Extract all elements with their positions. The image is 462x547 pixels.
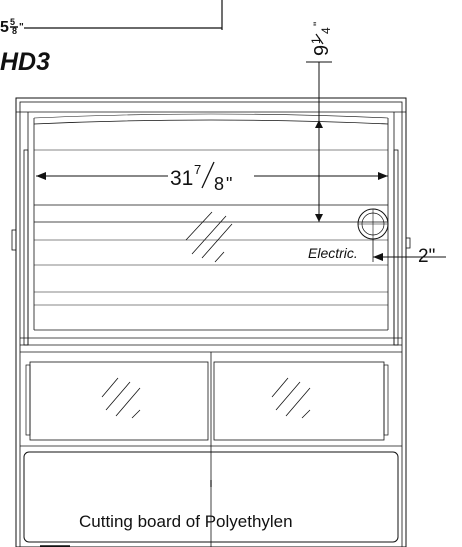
top-left-dimension: 5 5 8 " bbox=[0, 0, 223, 36]
glass-hatch-right bbox=[271, 377, 311, 419]
glass-hatch-left bbox=[101, 377, 141, 419]
width-dim-whole: 31 bbox=[170, 167, 193, 190]
model-label: HD3 bbox=[0, 48, 50, 76]
width-dimension: 31 7 8 " bbox=[36, 160, 388, 194]
display-window bbox=[20, 113, 402, 353]
vertical-dim-frac-num: 1 bbox=[309, 37, 323, 44]
vertical-dim-whole: 9 bbox=[311, 45, 333, 56]
vertical-dim-unit: " bbox=[311, 22, 325, 26]
lower-compartments bbox=[20, 352, 402, 547]
vertical-dimension-label: 9 1 4 " bbox=[309, 22, 333, 56]
cutting-board-label: Cutting board of Polyethylen bbox=[79, 512, 293, 531]
electric-label: Electric. bbox=[308, 245, 358, 261]
width-dim-frac-den: 8 bbox=[214, 174, 224, 194]
vertical-dim-frac-den: 4 bbox=[319, 27, 333, 34]
top-left-dim-frac-num: 5 bbox=[10, 17, 15, 27]
top-left-dim-frac-den: 8 bbox=[12, 26, 17, 36]
width-dim-frac-num: 7 bbox=[194, 162, 201, 177]
electric-outlet bbox=[357, 208, 446, 262]
glass-hatch-top bbox=[185, 211, 233, 263]
width-dim-unit: " bbox=[226, 174, 232, 194]
cutting-board bbox=[23, 451, 399, 543]
top-left-dim-unit: " bbox=[19, 22, 24, 33]
outlet-dimension: 2" bbox=[418, 246, 435, 267]
top-left-dim-whole: 5 bbox=[0, 19, 9, 36]
